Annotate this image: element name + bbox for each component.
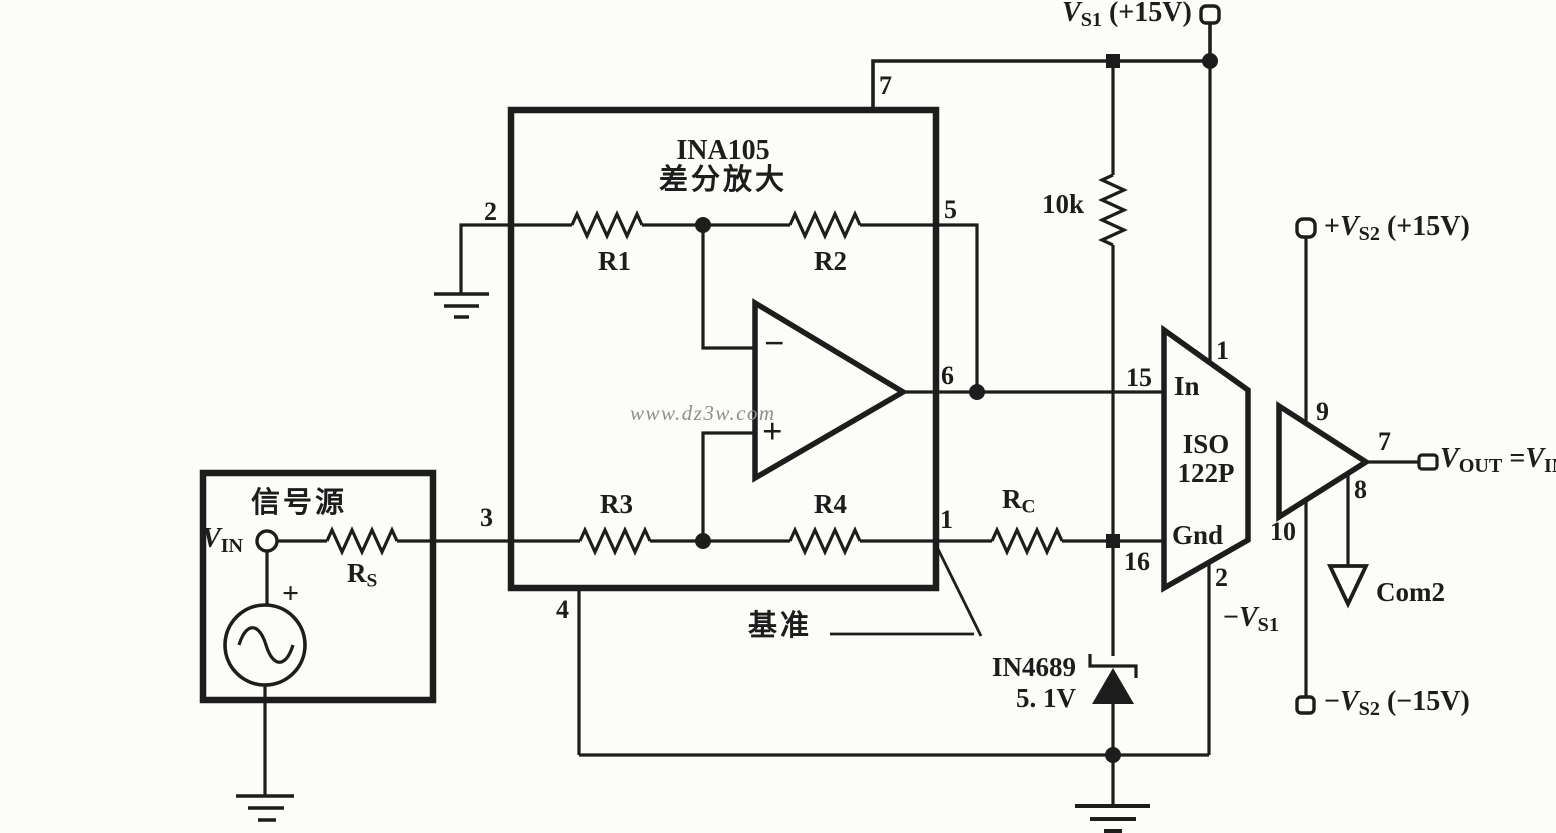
buffer-triangle (1276, 400, 1372, 522)
iso-gnd-label: Gnd (1172, 520, 1224, 550)
neg-vs2-terminal (1295, 695, 1316, 715)
bottom-rail-wire (577, 562, 1211, 757)
ina105-pin2-label: 2 (484, 197, 497, 226)
resistor-r3-label: R3 (600, 489, 633, 519)
resistor-r4-label: R4 (814, 489, 847, 519)
pos-vs2-terminal (1295, 217, 1317, 239)
r1-r2-row-wire (434, 210, 936, 319)
resistor-rc-symbol (990, 526, 1064, 556)
signal-source-title: 信号源 (251, 487, 348, 519)
resistor-rs-label: RS (347, 558, 378, 592)
ref-callout-label: 基准 (748, 610, 813, 642)
neg-vs2-label: −VS2 (−15V) (1324, 686, 1470, 720)
junction-dot (695, 533, 711, 549)
ina105-pin4-label: 4 (556, 595, 569, 624)
iso-name-line1: ISO (1182, 429, 1230, 459)
com2-label: Com2 (1376, 577, 1445, 607)
resistor-rc-label: RC (1002, 484, 1036, 518)
opamp-triangle (752, 298, 909, 483)
iso-in-label: In (1174, 371, 1200, 401)
vs1-label: VS1 (+15V) (1062, 0, 1192, 31)
resistor-r2-label: R2 (814, 246, 847, 276)
sine-wave-glyph (237, 626, 295, 664)
pin2-ground-wire (459, 223, 511, 294)
resistor-rs-symbol (325, 526, 399, 556)
opamp-plus-sign: + (762, 411, 783, 451)
r3-r4-row-wire (255, 526, 1164, 556)
reference-branch-wire (1075, 61, 1150, 833)
resistor-r1-symbol (570, 210, 644, 240)
vin-terminal (255, 529, 279, 553)
buffer-pin8-label: 8 (1354, 475, 1367, 504)
resistor-r2-symbol (788, 210, 862, 240)
buffer-pin9-label: 9 (1316, 397, 1329, 426)
ina105-subtitle: 差分放大 (658, 164, 787, 196)
iso122p-block (1161, 61, 1251, 593)
ina105-name: INA105 (676, 135, 770, 166)
vout-label: VOUT =VIN (1440, 443, 1556, 477)
resistor-r3-symbol (578, 526, 652, 556)
neg-vs1-label: −VS1 (1223, 602, 1279, 636)
resistor-10k-label: 10k (1042, 189, 1085, 219)
resistor-r1-label: R1 (598, 246, 631, 276)
ina105-pin6-label: 6 (941, 361, 954, 390)
junction-dot (969, 384, 985, 400)
iso-pin15-label: 15 (1126, 363, 1152, 392)
opamp-minus-sign: − (764, 323, 785, 363)
watermark: www.dz3w.com (630, 401, 776, 425)
signal-source-box (199, 469, 437, 704)
zener-diode-symbol (1092, 668, 1134, 704)
iso-pin1-label: 1 (1216, 336, 1229, 365)
resistor-r4-symbol (788, 526, 862, 556)
pin5-pin6-wire (903, 223, 1164, 400)
ina105-pin5-label: 5 (944, 195, 957, 224)
zener-voltage-label: 5. 1V (1016, 683, 1076, 713)
resistor-10k-symbol (1098, 173, 1128, 247)
iso122p-body (1161, 324, 1251, 593)
ina105-box (507, 106, 940, 592)
iso-pin16-label: 16 (1124, 547, 1150, 576)
pos-vs2-label: +VS2 (+15V) (1324, 211, 1470, 245)
ina105-pin7-label: 7 (879, 71, 892, 100)
ground-symbol (434, 292, 489, 319)
ref-callout-leader (830, 544, 983, 637)
output-buffer-stage (1276, 217, 1439, 715)
buffer-pin10-label: 10 (1270, 517, 1296, 546)
noninverting-input-wire (701, 431, 755, 541)
iso-pin2-label: 2 (1215, 563, 1228, 592)
zener-name-label: IN4689 (992, 652, 1077, 682)
vs1-terminal (1199, 4, 1221, 25)
ina105-pin1-label: 1 (940, 505, 953, 534)
vout-terminal (1417, 453, 1439, 471)
com2-ground-symbol (1326, 564, 1370, 609)
signal-source-block (199, 469, 437, 822)
source-polarity-sign: + (282, 577, 300, 610)
iso-name-line2: 122P (1177, 458, 1235, 488)
ina105-opamp (701, 225, 909, 541)
ground-symbol (1075, 804, 1150, 833)
vin-label: VIN (202, 523, 244, 557)
ground-symbol (236, 794, 294, 822)
zener-cathode-bar (1088, 654, 1138, 678)
ina105-pin3-label: 3 (480, 503, 493, 532)
buffer-pin7-label: 7 (1378, 427, 1391, 456)
inverting-input-wire (701, 225, 755, 350)
